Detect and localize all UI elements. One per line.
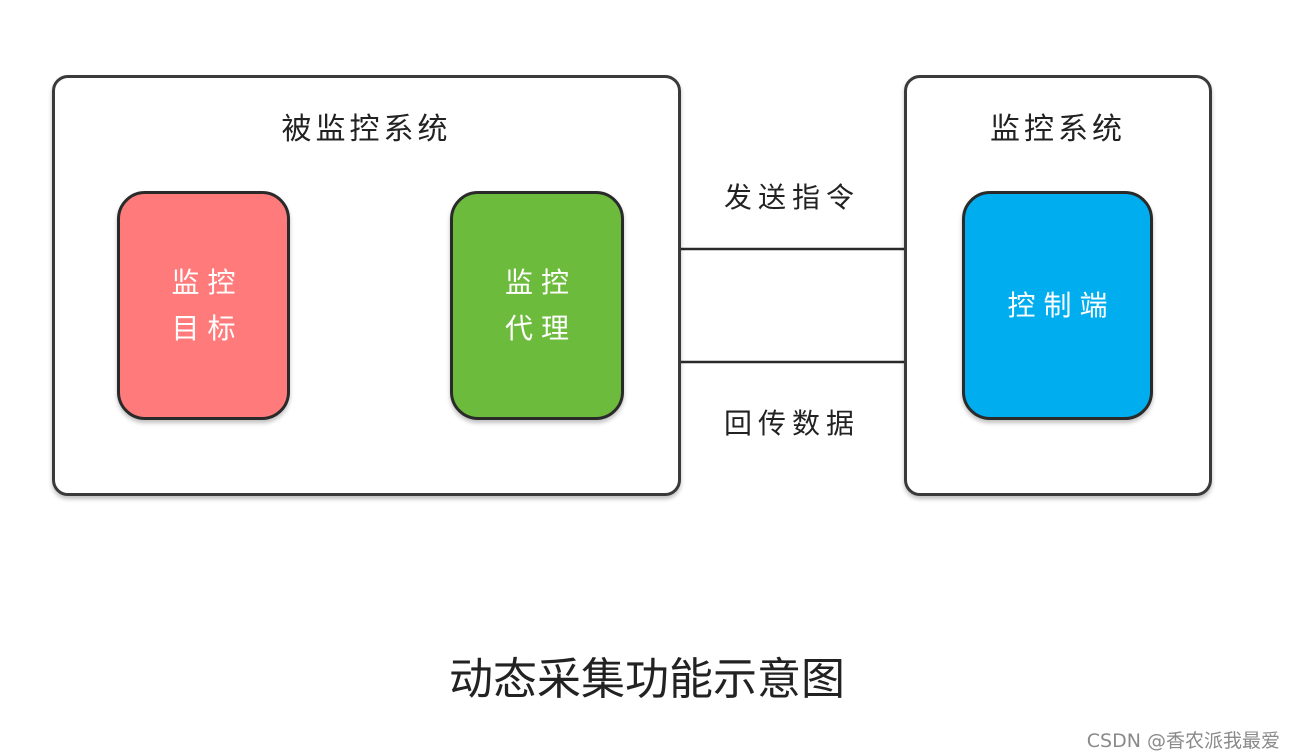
monitor-system-title: 监控系统 — [990, 112, 1126, 147]
monitor-target-label-line2: 目标 — [171, 311, 244, 345]
monitored-system-title: 被监控系统 — [281, 112, 452, 147]
controller-node: 控制端 — [962, 191, 1153, 420]
monitor-agent-node: 监控 代理 — [450, 191, 624, 420]
send-command-label: 发送指令 — [724, 181, 861, 214]
figure-caption: 动态采集功能示意图 — [449, 654, 845, 705]
return-data-label: 回传数据 — [724, 407, 861, 440]
monitor-agent-label-line1: 监控 — [504, 265, 577, 299]
watermark: CSDN @香农派我最爱 — [1086, 730, 1280, 752]
monitor-agent-label-line2: 代理 — [504, 311, 577, 345]
controller-label: 控制端 — [1007, 288, 1116, 322]
monitor-target-node: 监控 目标 — [117, 191, 290, 420]
monitor-target-label-line1: 监控 — [171, 265, 244, 299]
